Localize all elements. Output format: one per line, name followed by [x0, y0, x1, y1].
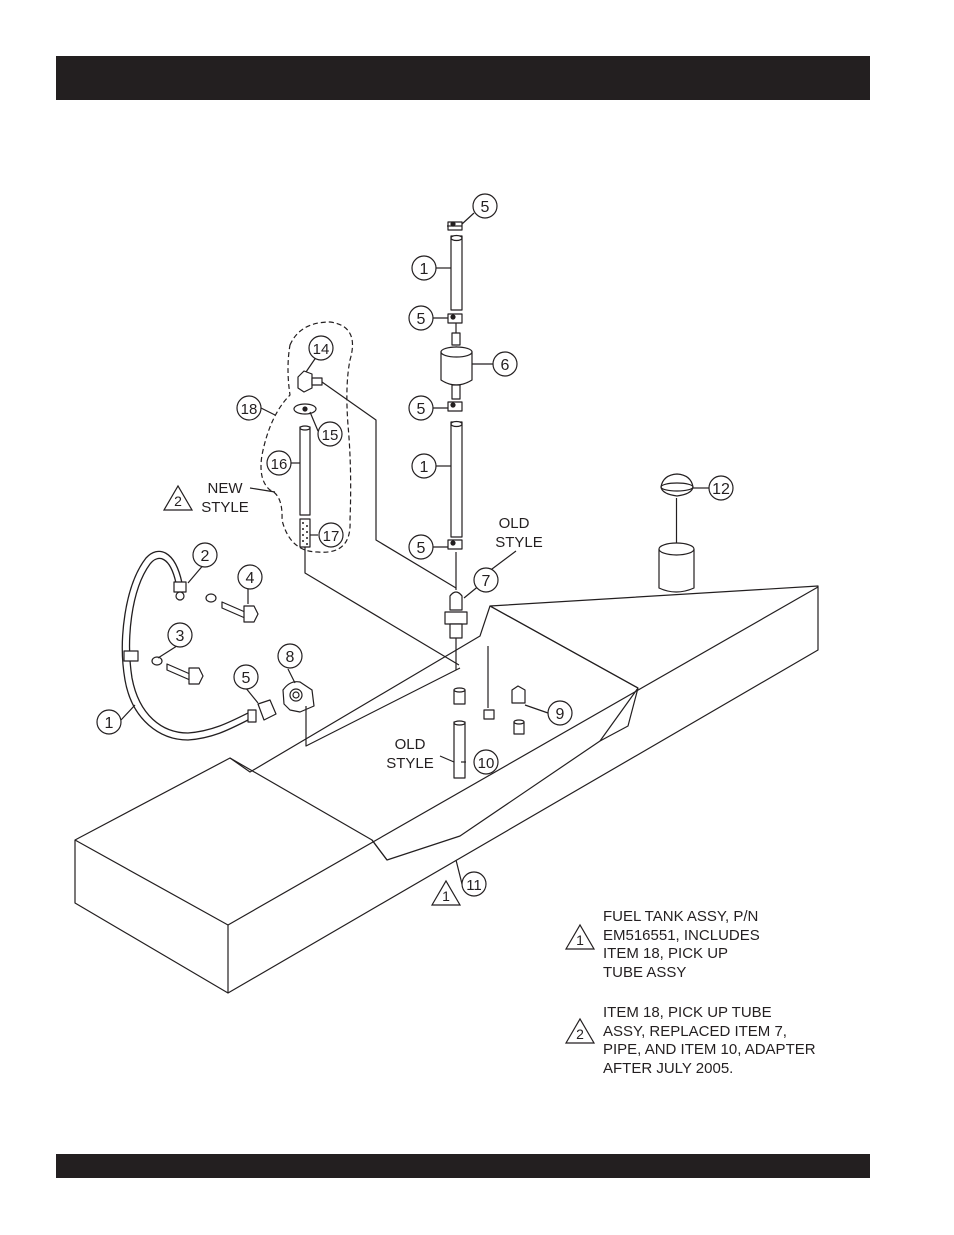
callout-11: 11: [462, 872, 486, 896]
callout-5: 5: [409, 535, 433, 559]
callout-5: 5: [234, 665, 258, 689]
callout-9: 9: [548, 701, 572, 725]
svg-text:5: 5: [417, 540, 426, 557]
svg-text:16: 16: [271, 456, 288, 473]
svg-text:15: 15: [322, 427, 339, 444]
pick-up-tube-assembly: [261, 322, 459, 665]
new-style-label: STYLE: [201, 499, 249, 516]
svg-text:3: 3: [176, 628, 185, 645]
new-style-label: NEW: [208, 480, 244, 497]
note-triangle-1: 1: [432, 881, 460, 905]
callout-17: 17: [319, 523, 343, 547]
callout-14: 14: [309, 336, 333, 360]
callout-1: 1: [412, 256, 436, 280]
svg-text:1: 1: [420, 261, 429, 278]
callout-15: 15: [318, 422, 342, 446]
callout-7: 7: [474, 568, 498, 592]
svg-text:10: 10: [478, 755, 495, 772]
svg-text:17: 17: [323, 528, 340, 545]
callout-10: 10: [474, 750, 498, 774]
svg-text:8: 8: [286, 649, 295, 666]
callout-5: 5: [409, 396, 433, 420]
callout-16: 16: [267, 451, 291, 475]
svg-text:5: 5: [417, 311, 426, 328]
svg-text:1: 1: [420, 459, 429, 476]
callout-5: 5: [409, 306, 433, 330]
note-triangle-2: 2: [164, 486, 192, 510]
svg-text:4: 4: [246, 570, 255, 587]
svg-text:1: 1: [442, 888, 450, 904]
svg-text:2: 2: [174, 493, 182, 509]
svg-text:1: 1: [576, 932, 584, 948]
callout-5: 5: [473, 194, 497, 218]
callout-18: 18: [237, 396, 261, 420]
svg-text:2: 2: [201, 548, 210, 565]
note-1-text: FUEL TANK ASSY, P/N EM516551, INCLUDES I…: [603, 908, 760, 982]
old-style-label: STYLE: [386, 755, 434, 772]
callout-8: 8: [278, 644, 302, 668]
note-triangle-1: 1: [566, 925, 594, 949]
svg-text:2: 2: [576, 1026, 584, 1042]
svg-text:5: 5: [481, 199, 490, 216]
svg-text:14: 14: [313, 341, 330, 358]
callout-3: 3: [168, 623, 192, 647]
old-style-label: OLD: [499, 515, 530, 532]
svg-text:5: 5: [417, 401, 426, 418]
svg-text:5: 5: [242, 670, 251, 687]
svg-text:12: 12: [712, 481, 730, 498]
callout-6: 6: [493, 352, 517, 376]
svg-text:6: 6: [501, 357, 510, 374]
callout-1: 1: [412, 454, 436, 478]
svg-text:11: 11: [466, 877, 482, 894]
note-2-text: ITEM 18, PICK UP TUBE ASSY, REPLACED ITE…: [603, 1004, 816, 1078]
svg-text:9: 9: [556, 706, 565, 723]
vertical-fuel-line: [441, 222, 525, 778]
callout-12: 12: [709, 476, 733, 500]
svg-text:18: 18: [241, 401, 258, 418]
old-style-label: OLD: [395, 736, 426, 753]
svg-text:7: 7: [482, 573, 491, 590]
callout-2: 2: [193, 543, 217, 567]
callout-1: 1: [97, 710, 121, 734]
note-triangle-2: 2: [566, 1019, 594, 1043]
old-style-label: STYLE: [495, 534, 543, 551]
svg-text:1: 1: [105, 715, 114, 732]
callout-4: 4: [238, 565, 262, 589]
